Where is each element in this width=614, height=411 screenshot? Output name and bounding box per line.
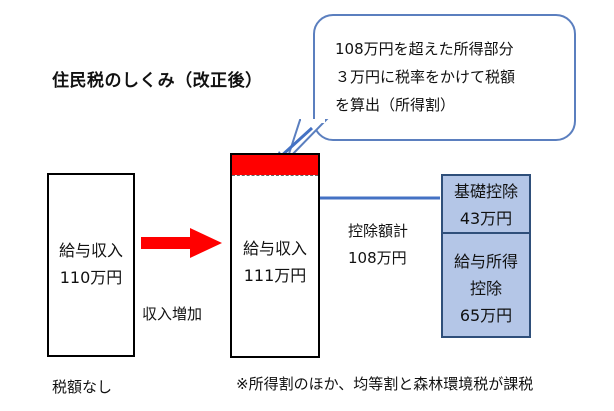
salary-deduction-line-2: 控除 [469,279,502,298]
salary-110-line-1: 給与収入 [58,241,123,260]
basic-deduction-line-1: 基礎控除 [453,182,518,201]
footnote: ※所得割のほか、均等割と森林環境税が課税 [236,375,534,393]
income-increase-label: 収入増加 [142,305,203,323]
basic-deduction-box: 基礎控除 43万円 [441,174,531,234]
callout-bubble: 108万円を超えた所得部分 ３万円に税率をかけて税額 を算出（所得割） [313,14,576,141]
salary-deduction-line-3: 65万円 [459,306,513,325]
deduction-total-line-1: 控除額計 [348,222,409,240]
salary-deduction-line-1: 給与所得 [453,252,518,271]
salary-111-line-1: 給与収入 [242,239,307,258]
callout-line-2: ３万円に税率をかけて税額 [335,68,516,86]
increase-arrow-shaft [141,237,193,249]
callout-line-3: を算出（所得割） [335,96,456,114]
salary-110-line-2: 110万円 [59,268,123,287]
no-tax-label: 税額なし [52,378,113,396]
deduction-total: 控除額計 108万円 [348,218,408,272]
basic-deduction-line-2: 43万円 [459,209,513,228]
callout-line-1: 108万円を超えた所得部分 [335,40,514,58]
increase-arrow-head [190,228,222,258]
excess-income-area [232,155,318,175]
salary-110-box: 給与収入 110万円 [47,173,135,357]
deduction-total-line-2: 108万円 [348,249,407,267]
salary-111-box: 給与収入 111万円 [230,153,320,358]
salary-111-line-2: 111万円 [243,266,307,285]
salary-deduction-box: 給与所得 控除 65万円 [441,232,531,338]
diagram-title: 住民税のしくみ（改正後） [52,71,263,91]
excess-divider [232,175,318,176]
